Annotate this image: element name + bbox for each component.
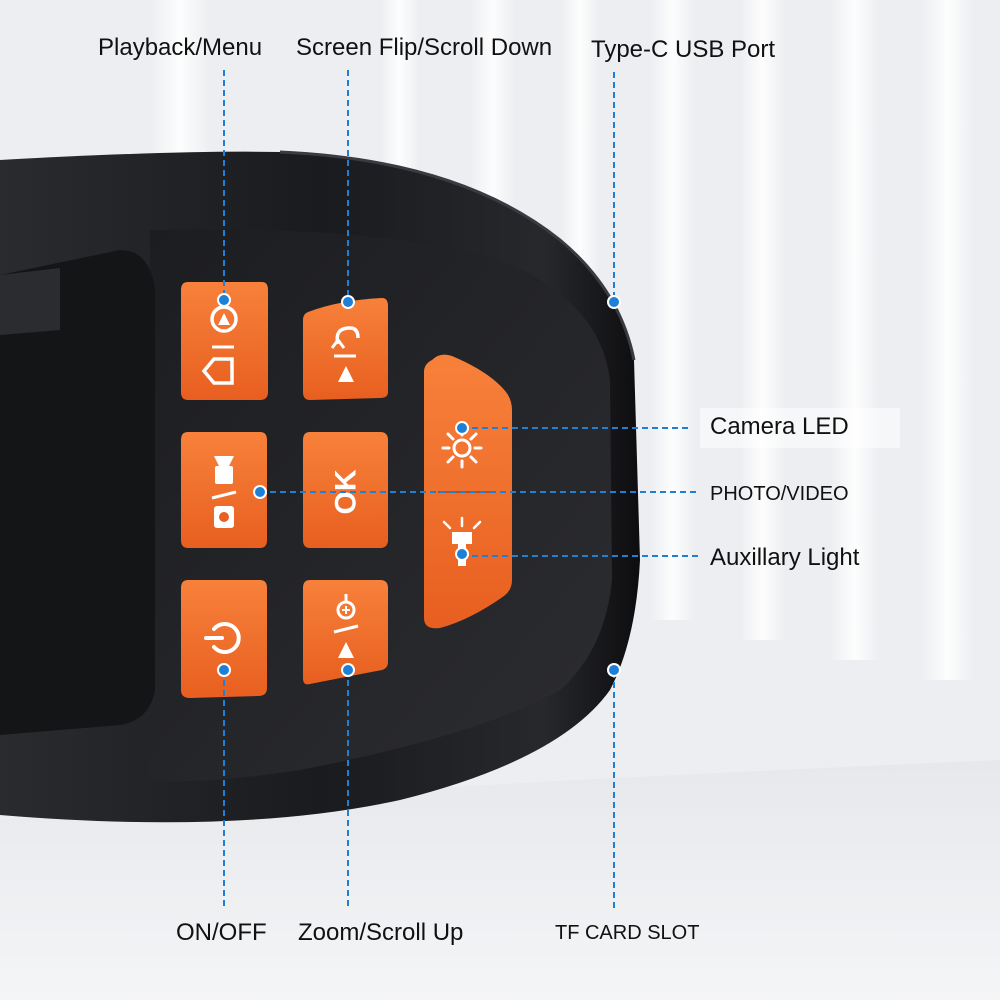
callout-dots bbox=[217, 293, 621, 677]
playback-menu-button[interactable] bbox=[181, 282, 268, 400]
callout-on-off: ON/OFF bbox=[176, 919, 267, 946]
power-icon bbox=[204, 622, 241, 654]
power-button[interactable] bbox=[181, 580, 267, 698]
callout-camera-led: Camera LED bbox=[710, 413, 849, 440]
camera-video-icon bbox=[211, 456, 237, 528]
photo-video-button[interactable] bbox=[181, 432, 267, 548]
callout-zoom-scroll: Zoom/Scroll Up bbox=[298, 919, 464, 946]
callout-screen-flip: Screen Flip/Scroll Down bbox=[296, 34, 553, 61]
callout-playback-menu: Playback/Menu bbox=[98, 34, 263, 61]
zoom-scroll-up-button[interactable] bbox=[303, 580, 388, 685]
ok-button[interactable]: OK bbox=[303, 432, 388, 548]
screen-flip-button[interactable] bbox=[303, 298, 388, 400]
zoom-up-icon bbox=[333, 594, 359, 658]
callout-lines bbox=[223, 70, 700, 910]
callout-auxiliary-light: Auxillary Light bbox=[710, 544, 860, 571]
flip-down-icon bbox=[330, 326, 360, 382]
callout-tf-card: TF CARD SLOT bbox=[555, 922, 700, 944]
callout-photo-video: PHOTO/VIDEO bbox=[710, 483, 849, 505]
callout-type-c: Type-C USB Port bbox=[591, 36, 776, 63]
light-rocker-button[interactable] bbox=[424, 354, 512, 629]
